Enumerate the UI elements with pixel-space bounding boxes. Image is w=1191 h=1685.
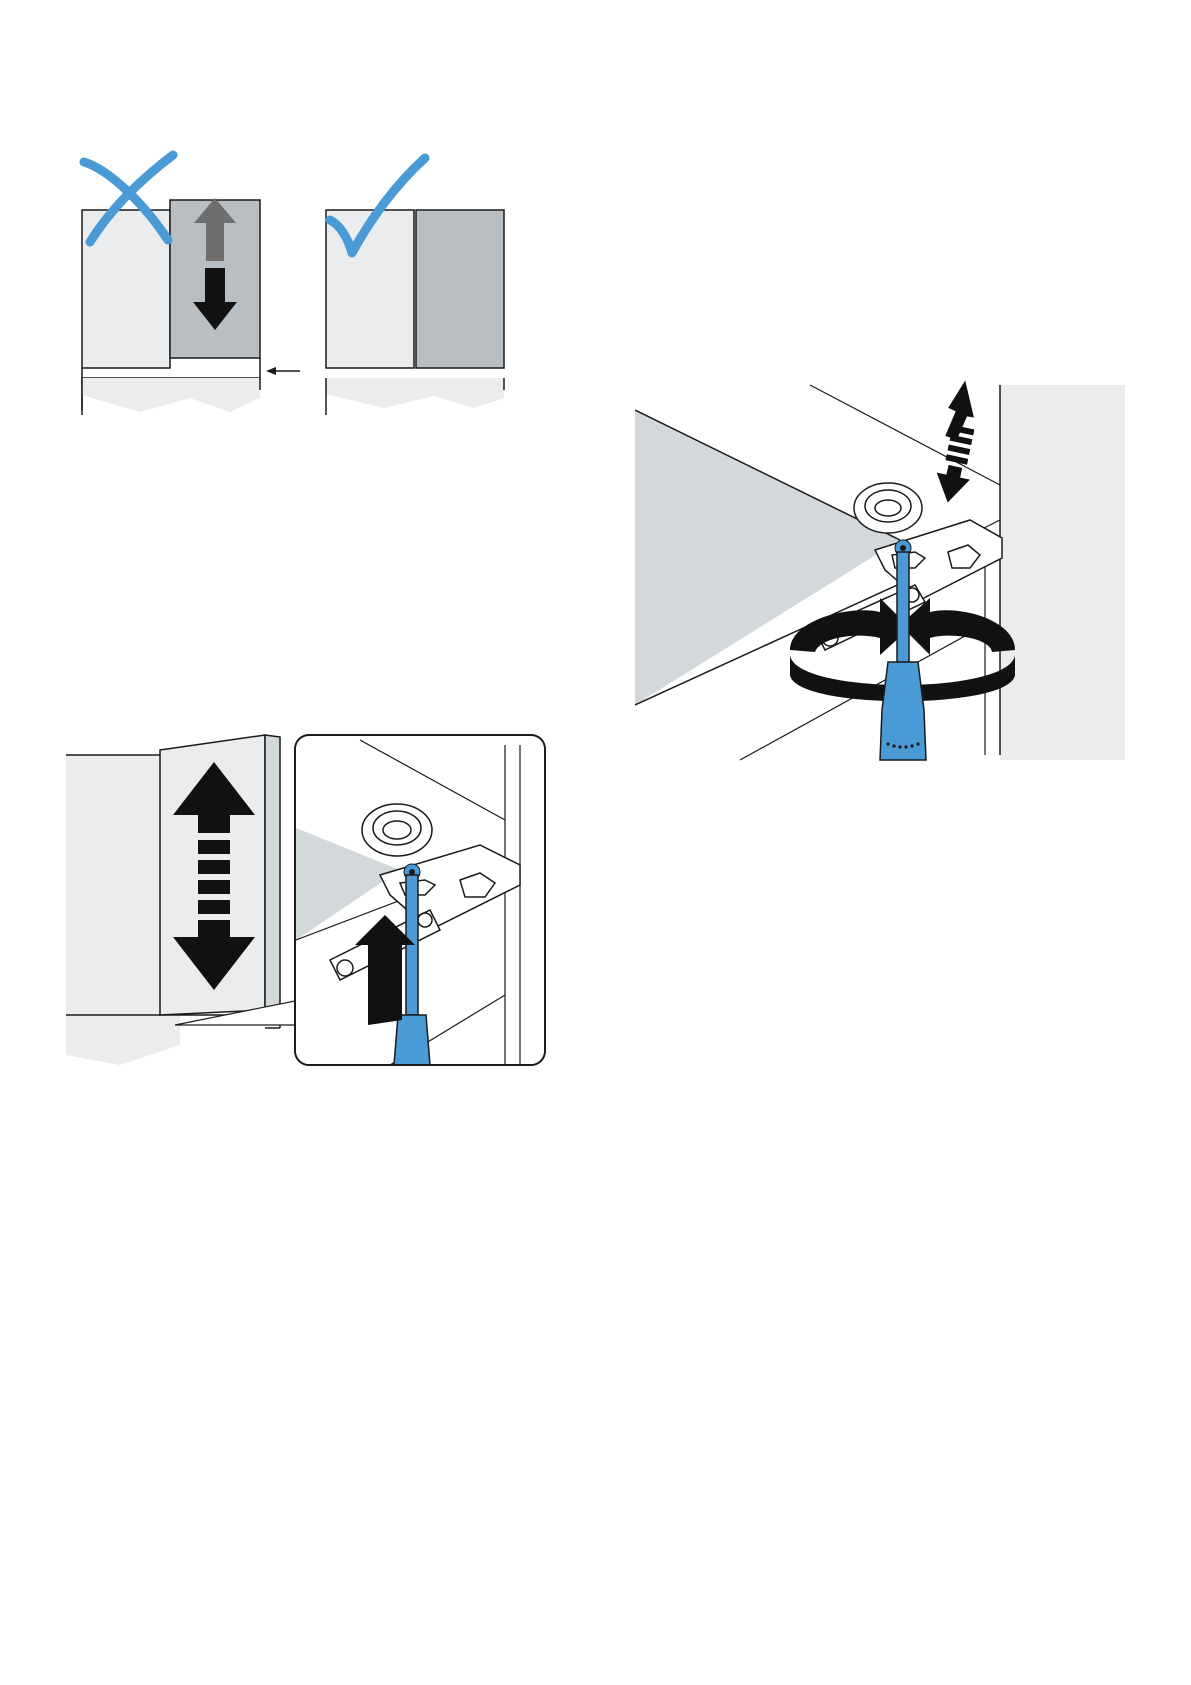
door-alignment-illustration	[70, 150, 550, 430]
pointer-arrow-icon	[266, 367, 300, 375]
hinge-screw-rotation-illustration	[630, 380, 1130, 765]
cabinet-wall	[970, 385, 1125, 760]
right-door-panel-aligned	[416, 210, 504, 368]
door-height-adjustment-illustration	[60, 725, 550, 1075]
double-vertical-arrow-icon	[931, 380, 980, 506]
base-strip-right	[326, 378, 504, 415]
correct-alignment-doors	[326, 210, 504, 368]
